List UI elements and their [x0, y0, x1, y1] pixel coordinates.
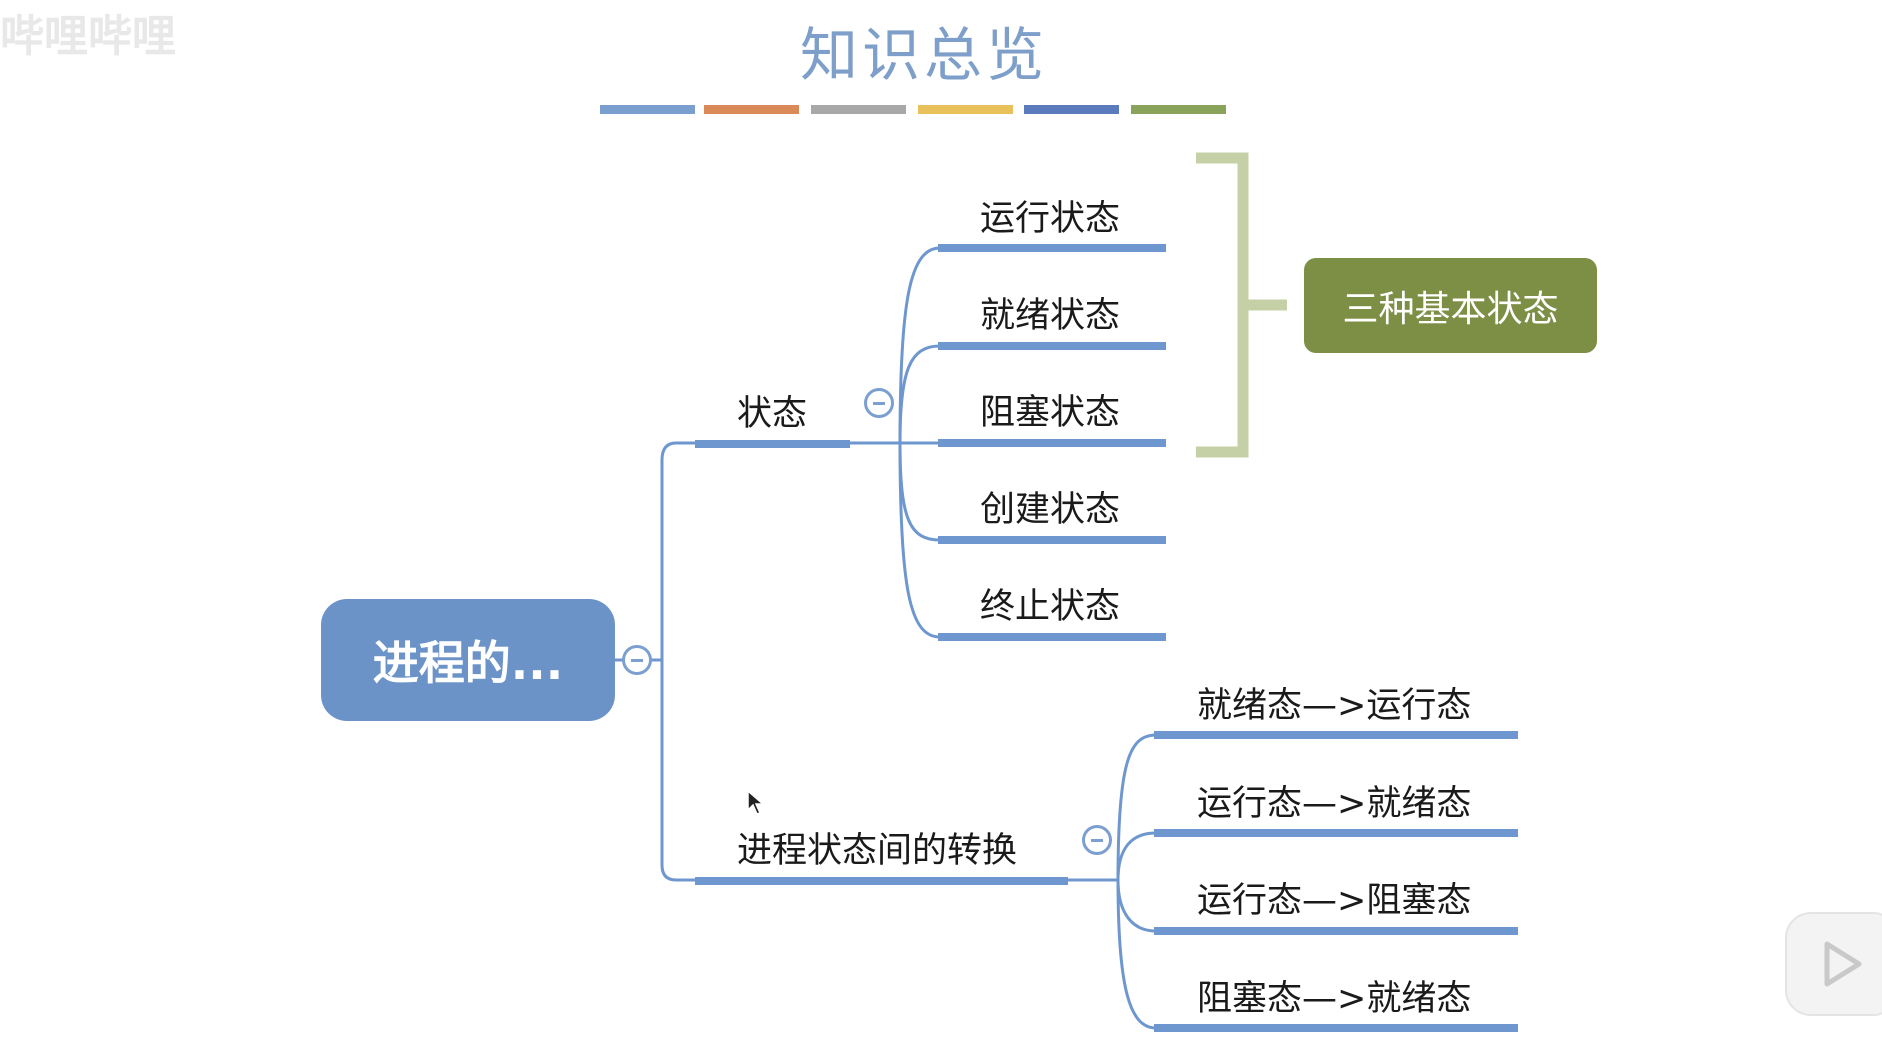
leaf-status-5[interactable]: 终止状态 — [980, 587, 1121, 627]
leaf-status-4[interactable]: 创建状态 — [980, 490, 1121, 530]
title-color-bar-2 — [704, 105, 799, 114]
leaf-status-5-underline — [938, 633, 1166, 641]
trunk-line — [660, 441, 700, 882]
leaf-transition-2-underline — [1154, 829, 1518, 837]
title-color-bar-6 — [1131, 105, 1226, 114]
root-collapse-toggle[interactable] — [622, 645, 652, 675]
leaf-status-1[interactable]: 运行状态 — [980, 199, 1121, 239]
leaf-transition-4[interactable]: 阻塞态—>就绪态 — [1197, 979, 1472, 1019]
mouse-cursor-icon — [747, 790, 765, 815]
bilibili-watermark: 哔哩哔哩 — [0, 11, 176, 62]
title-color-bar-4 — [918, 105, 1013, 114]
summary-bracket — [1196, 152, 1249, 458]
page-title: 知识总览 — [799, 21, 1048, 89]
leaf-status-2-underline — [938, 342, 1166, 350]
play-icon — [1824, 941, 1862, 987]
title-color-bar-3 — [811, 105, 906, 114]
leaf-status-3[interactable]: 阻塞状态 — [980, 393, 1121, 433]
title-color-bar-1 — [600, 105, 695, 114]
leaf-transition-4-underline — [1154, 1024, 1518, 1032]
root-node[interactable]: 进程的... — [321, 599, 615, 721]
branch-transition-collapse-toggle[interactable] — [1082, 825, 1112, 855]
leaf-transition-2[interactable]: 运行态—>就绪态 — [1197, 784, 1472, 824]
branch-transition-label[interactable]: 进程状态间的转换 — [737, 831, 1018, 871]
leaf-status-1-underline — [938, 244, 1166, 252]
branch-status-label[interactable]: 状态 — [737, 394, 808, 434]
leaf-transition-3[interactable]: 运行态—>阻塞态 — [1197, 881, 1472, 921]
summary-three-basic-states[interactable]: 三种基本状态 — [1304, 258, 1597, 353]
leaf-transition-3-underline — [1154, 927, 1518, 935]
leaf-transition-1-underline — [1154, 731, 1518, 739]
branch-transition-underline — [695, 877, 1068, 885]
branch-status-underline — [695, 440, 850, 448]
leaf-status-2[interactable]: 就绪状态 — [980, 296, 1121, 336]
leaf-status-4-underline — [938, 536, 1166, 544]
video-play-button[interactable] — [1785, 912, 1882, 1016]
leaf-transition-1[interactable]: 就绪态—>运行态 — [1197, 686, 1472, 726]
title-color-bar-5 — [1024, 105, 1119, 114]
leaf-status-3-underline — [938, 439, 1166, 447]
branch-status-collapse-toggle[interactable] — [864, 388, 894, 418]
